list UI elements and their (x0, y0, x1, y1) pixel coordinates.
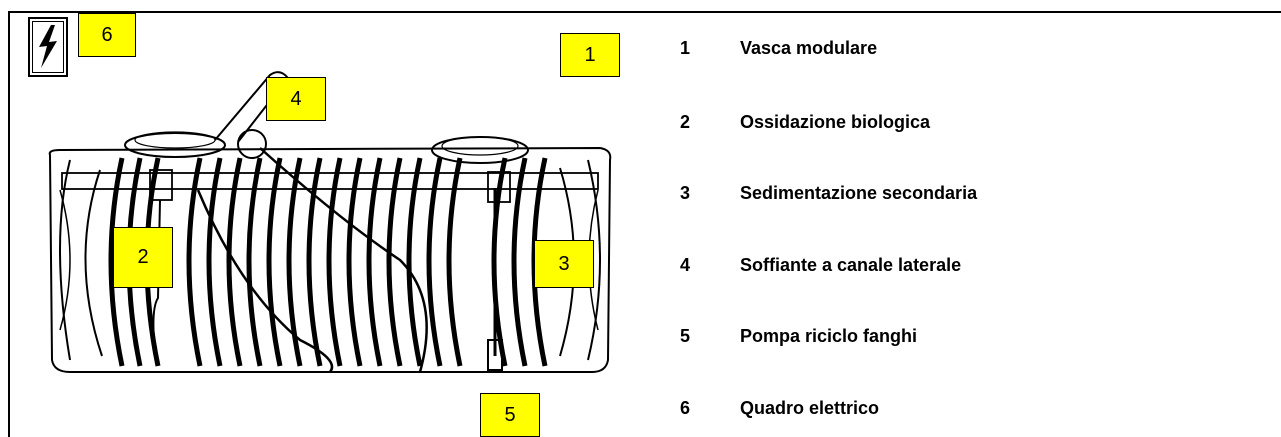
callout-4: 4 (266, 77, 326, 121)
callout-1: 1 (560, 33, 620, 77)
callout-3: 3 (534, 240, 594, 288)
blower (237, 129, 267, 159)
tank-outline (48, 146, 612, 373)
legend-number: 5 (680, 325, 691, 346)
frame-left-rule (8, 11, 10, 437)
legend-number: 6 (680, 397, 691, 418)
left-riser (149, 169, 173, 201)
legend-item: 1 Vasca modulare (660, 33, 1260, 63)
callout-5: 5 (480, 393, 540, 437)
legend-label: Pompa riciclo fanghi (740, 325, 918, 346)
callout-6: 6 (78, 13, 136, 57)
left-lid (124, 132, 226, 158)
legend-number: 4 (680, 254, 691, 275)
legend-number: 2 (680, 111, 691, 132)
legend-number: 1 (680, 37, 691, 58)
air-hose (196, 189, 334, 373)
legend-label: Ossidazione biologica (740, 111, 931, 132)
legend-label: Soffiante a canale laterale (740, 254, 962, 275)
legend-label: Vasca modulare (740, 37, 878, 58)
legend-item: 2 Ossidazione biologica (660, 107, 1260, 137)
callout-2: 2 (113, 227, 173, 288)
left-end-cap (59, 189, 71, 331)
electrical-panel-icon (28, 17, 68, 77)
right-riser (487, 171, 511, 203)
legend-item: 3 Sedimentazione secondaria (660, 178, 1260, 208)
legend-item: 6 Quadro elettrico (660, 393, 1260, 423)
legend-label: Quadro elettrico (740, 397, 880, 418)
frame-top-rule (8, 11, 1281, 13)
legend-item: 4 Soffiante a canale laterale (660, 250, 1260, 280)
top-pipe (61, 172, 599, 190)
legend-number: 3 (680, 182, 691, 203)
tank-drawing (48, 71, 612, 373)
legend-item: 5 Pompa riciclo fanghi (660, 321, 1260, 351)
legend-label: Sedimentazione secondaria (740, 182, 978, 203)
